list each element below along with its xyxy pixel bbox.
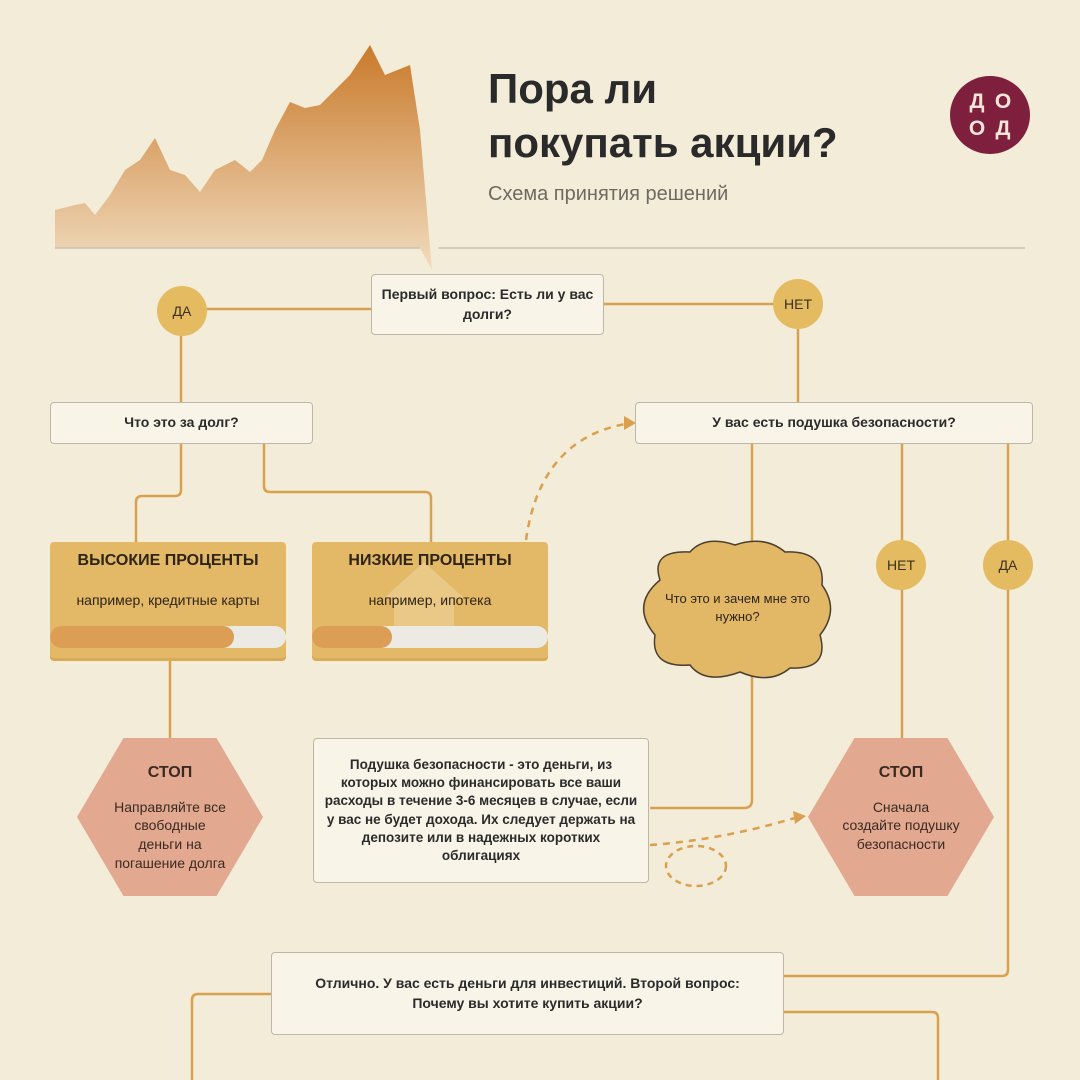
interest-bar-fill (312, 626, 393, 648)
low-interest-card: НИЗКИЕ ПРОЦЕНТЫ например, ипотека (312, 542, 548, 658)
page-title: Пора ли покупать акции? (488, 62, 838, 170)
card-example: например, ипотека (368, 592, 492, 608)
yes-badge: ДА (983, 540, 1033, 590)
title-line: покупать акции? (488, 118, 838, 166)
no-badge: НЕТ (876, 540, 926, 590)
cushion-definition: Подушка безопасности - это деньги, из ко… (313, 738, 649, 883)
cloud-question: Что это и зачем мне это нужно? (665, 591, 810, 625)
no-badge: НЕТ (773, 279, 823, 329)
question-debts: Первый вопрос: Есть ли у вас долги? (371, 274, 604, 335)
stop-text: Сначала создайте подушку безопасности (842, 798, 960, 853)
card-title: ВЫСОКИЕ ПРОЦЕНТЫ (77, 552, 259, 569)
question-debt-type: Что это за долг? (50, 402, 313, 444)
stock-chart-area (55, 45, 432, 270)
interest-bar (50, 626, 286, 648)
cloud-shape (642, 540, 832, 679)
question-why-stocks: Отлично. У вас есть деньги для инвестици… (271, 952, 784, 1035)
high-interest-card: ВЫСОКИЕ ПРОЦЕНТЫ например, кредитные кар… (50, 542, 286, 658)
card-example: например, кредитные карты (76, 592, 260, 608)
stop-title: СТОП (147, 764, 193, 781)
subtitle: Схема принятия решений (488, 183, 729, 205)
stop-title: СТОП (878, 764, 924, 781)
title-line: Пора ли (488, 65, 658, 112)
interest-bar (312, 626, 548, 648)
card-title: НИЗКИЕ ПРОЦЕНТЫ (348, 552, 512, 569)
question-cushion: У вас есть подушка безопасности? (635, 402, 1033, 444)
yes-badge: ДА (157, 286, 207, 336)
interest-bar-fill (50, 626, 235, 648)
stop-text: Направляйте все свободные деньги на пога… (114, 798, 226, 872)
